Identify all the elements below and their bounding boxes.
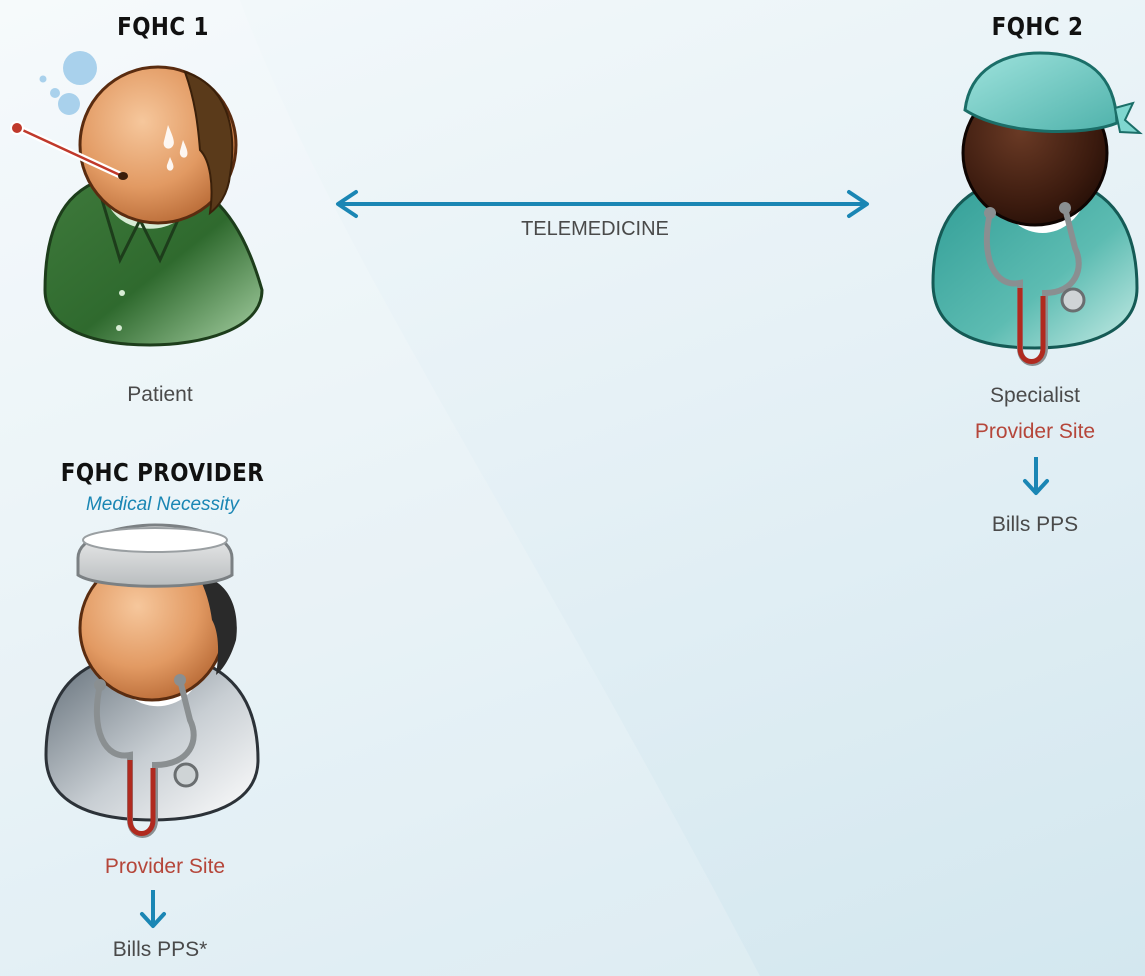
fqhc2-title: FQHC 2 <box>991 12 1084 41</box>
bidirectional-arrow-icon <box>336 190 869 218</box>
telemedicine-label: TELEMEDICINE <box>521 218 669 240</box>
specialist-label: Specialist <box>990 384 1080 407</box>
patient-label: Patient <box>127 383 193 406</box>
down-arrow-icon <box>1023 457 1049 495</box>
fqhc2-bills-label: Bills PPS <box>991 513 1079 536</box>
fqhc2-provider-site-label: Provider Site <box>974 420 1096 443</box>
fqhc-provider-title: FQHC PROVIDER <box>60 458 265 487</box>
fqhc-provider-site-label: Provider Site <box>104 855 226 878</box>
patient-sick-icon <box>10 51 264 347</box>
fqhc1-title: FQHC 1 <box>117 12 209 41</box>
provider-doctor-icon <box>44 523 260 838</box>
specialist-doctor-icon <box>931 51 1143 366</box>
fqhc-provider-subtitle: Medical Necessity <box>85 494 240 515</box>
fqhc-provider-bills-label: Bills PPS* <box>112 938 208 961</box>
down-arrow-icon <box>140 890 166 928</box>
